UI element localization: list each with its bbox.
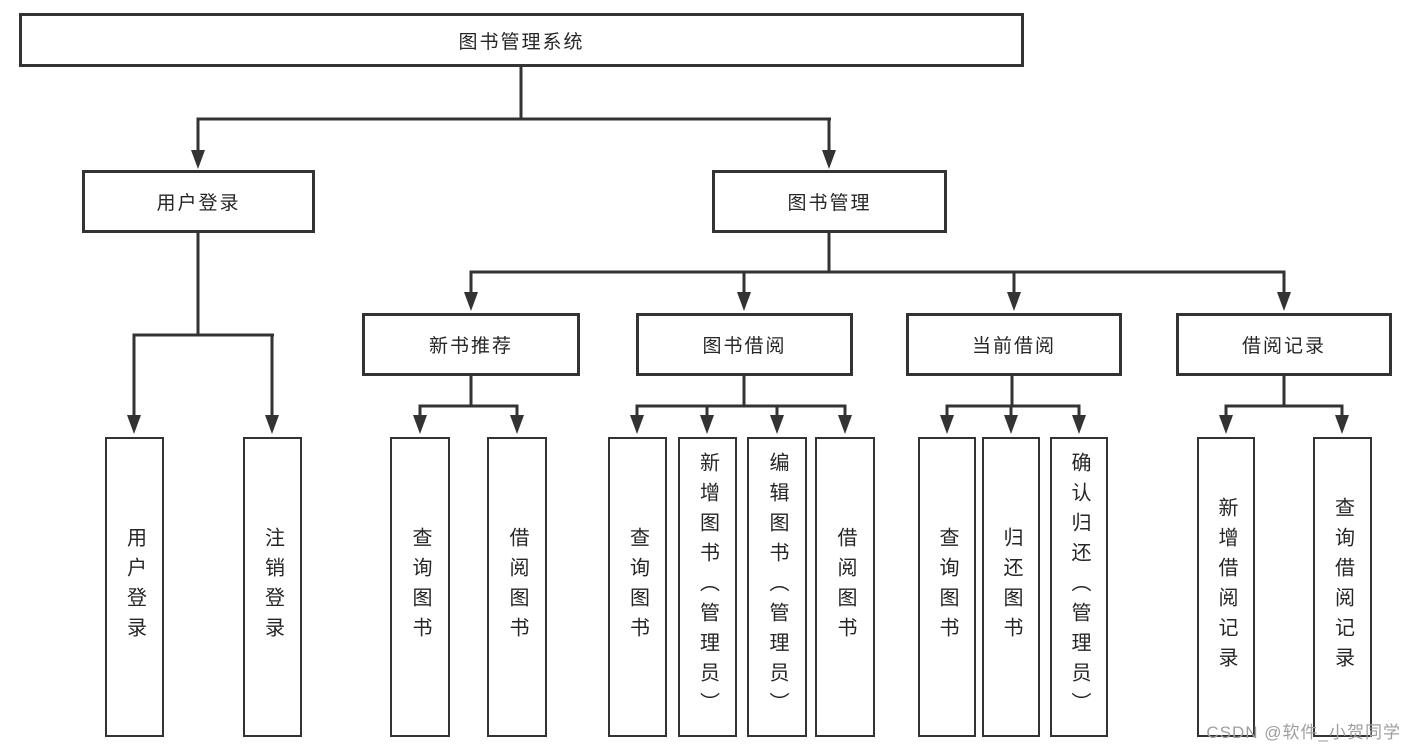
node-label: 归还图书 (1000, 527, 1022, 647)
leaf-add-borrow-record: 新增借阅记录 (1197, 437, 1255, 737)
csdn-watermark: CSDN @软件_小贺同学 (1206, 723, 1401, 742)
leaf-borrow-books: 借阅图书 (487, 437, 547, 737)
leaf-confirm-return-admin: 确认归还（管理员） (1050, 437, 1108, 737)
leaf-edit-books-admin: 编辑图书（管理员） (747, 437, 807, 737)
node-borrow-records: 借阅记录 (1176, 313, 1392, 376)
node-label: 查询图书 (409, 527, 431, 647)
leaf-query-books: 查询图书 (390, 437, 450, 737)
node-label: 图书管理 (787, 193, 872, 214)
node-user-login: 用户登录 (82, 170, 315, 233)
node-label: 查询图书 (626, 527, 649, 647)
node-new-book-recommend: 新书推荐 (362, 313, 580, 376)
node-label: 新增借阅记录 (1215, 497, 1237, 677)
node-current-borrow: 当前借阅 (906, 313, 1122, 376)
node-label: 新书推荐 (428, 336, 513, 357)
leaf-query-borrow-record: 查询借阅记录 (1313, 437, 1372, 737)
node-label: 查询图书 (936, 527, 958, 647)
node-book-borrow: 图书借阅 (636, 313, 853, 376)
node-label: 编辑图书（管理员） (766, 452, 788, 722)
leaf-borrow-books-2: 借阅图书 (815, 437, 875, 737)
node-label: 当前借阅 (971, 336, 1056, 357)
leaf-return-books: 归还图书 (982, 437, 1040, 737)
leaf-query-books-3: 查询图书 (918, 437, 976, 737)
node-label: 查询借阅记录 (1331, 497, 1354, 677)
node-book-management: 图书管理 (712, 170, 947, 233)
node-label: 用户登录 (123, 527, 146, 647)
node-label: 图书管理系统 (458, 31, 585, 53)
node-label: 新增图书（管理员） (696, 452, 719, 722)
leaf-user-login: 用户登录 (105, 437, 164, 737)
node-label: 用户登录 (156, 193, 241, 214)
node-label: 注销登录 (261, 527, 284, 647)
node-label: 借阅图书 (506, 527, 528, 647)
node-label: 借阅记录 (1241, 336, 1326, 357)
leaf-add-books-admin: 新增图书（管理员） (678, 437, 737, 737)
node-library-management-system: 图书管理系统 (19, 13, 1024, 67)
leaf-query-books-2: 查询图书 (608, 437, 667, 737)
node-label: 图书借阅 (702, 336, 787, 357)
leaf-logout: 注销登录 (243, 437, 302, 737)
node-label: 借阅图书 (834, 527, 856, 647)
node-label: 确认归还（管理员） (1068, 452, 1090, 722)
